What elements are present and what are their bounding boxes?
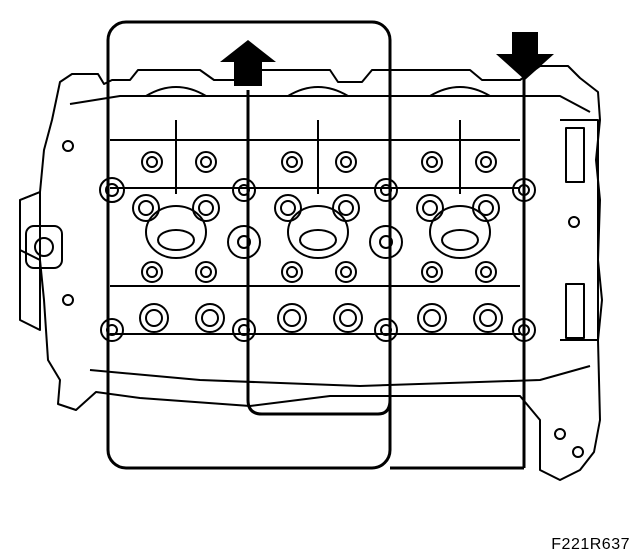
outer-highlight-frame (106, 20, 392, 470)
plug-well-1-inner (157, 229, 195, 251)
plug-well-2 (287, 205, 349, 259)
upper-cap-lines (175, 120, 461, 194)
top-lobes (145, 86, 491, 97)
arrow-down-icon (496, 32, 554, 80)
inner-highlight-frame (246, 90, 392, 416)
figure-reference-code: F221R637 (551, 536, 630, 553)
lower-bolt-row (100, 261, 536, 342)
arrow-up-icon (220, 40, 276, 86)
plug-well-3-inner (441, 229, 479, 251)
upper-cam-rail (110, 139, 520, 189)
right-lower-port (565, 283, 585, 339)
plug-well-2-inner (299, 229, 337, 251)
side-bolt-left-2 (62, 294, 74, 306)
plug-well-1 (145, 205, 207, 259)
head-lower-rim (89, 365, 591, 387)
plug-well-3 (429, 205, 491, 259)
center-gears (227, 225, 403, 259)
side-bolt-left-1 (62, 140, 74, 152)
side-bolt-right-2 (554, 428, 566, 440)
left-bracket (25, 225, 63, 269)
lower-cam-rail (110, 285, 520, 335)
head-upper-rim (69, 95, 591, 113)
side-bolt-right-1 (568, 216, 580, 228)
right-upper-port (565, 127, 585, 183)
right-side-plate (560, 119, 599, 341)
side-bolt-right-3 (572, 446, 584, 458)
left-bracket-hole (34, 237, 54, 257)
left-side-plate (19, 191, 41, 331)
